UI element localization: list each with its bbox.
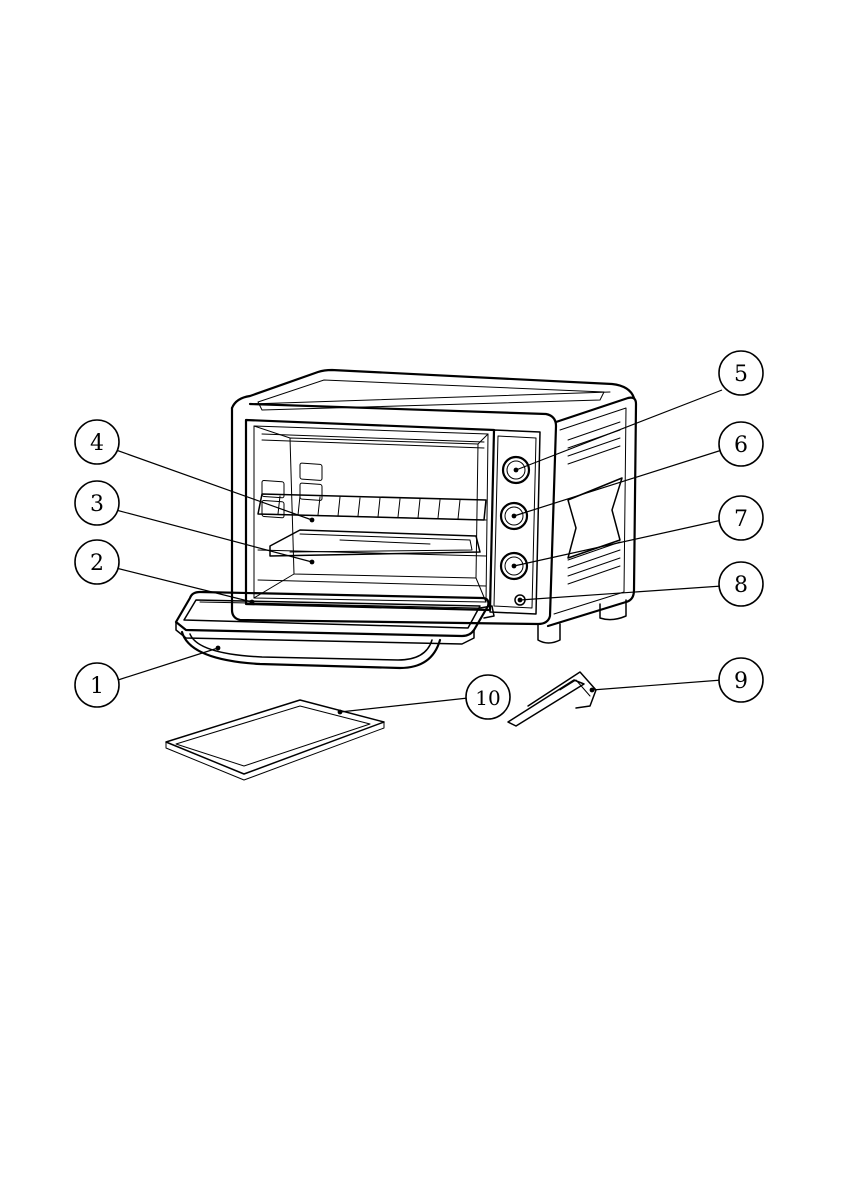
oven-door bbox=[176, 592, 494, 668]
callout-1-label: 1 bbox=[90, 674, 104, 699]
callout-2: 2 bbox=[75, 540, 119, 584]
baking-tray bbox=[270, 530, 480, 556]
callout-4-label: 4 bbox=[90, 431, 104, 456]
callout-1: 1 bbox=[75, 663, 119, 707]
callout-7-label: 7 bbox=[734, 507, 748, 532]
callout-8-label: 8 bbox=[734, 573, 748, 598]
callout-9-label: 9 bbox=[734, 669, 748, 694]
crumb-tray bbox=[166, 700, 384, 780]
callout-3: 3 bbox=[75, 481, 119, 525]
callout-3-label: 3 bbox=[90, 492, 104, 517]
callout-5: 5 bbox=[719, 351, 763, 395]
rack-handle bbox=[508, 672, 596, 726]
callout-2-label: 2 bbox=[90, 551, 104, 576]
callout-8: 8 bbox=[719, 562, 763, 606]
callout-9: 9 bbox=[719, 658, 763, 702]
callout-4: 4 bbox=[75, 420, 119, 464]
callout-6-label: 6 bbox=[734, 433, 748, 458]
callout-5-label: 5 bbox=[734, 362, 748, 387]
callout-6: 6 bbox=[719, 422, 763, 466]
control-knobs bbox=[501, 457, 529, 605]
callout-7: 7 bbox=[719, 496, 763, 540]
callout-10-label: 10 bbox=[475, 686, 500, 710]
callout-10: 10 bbox=[466, 675, 510, 719]
